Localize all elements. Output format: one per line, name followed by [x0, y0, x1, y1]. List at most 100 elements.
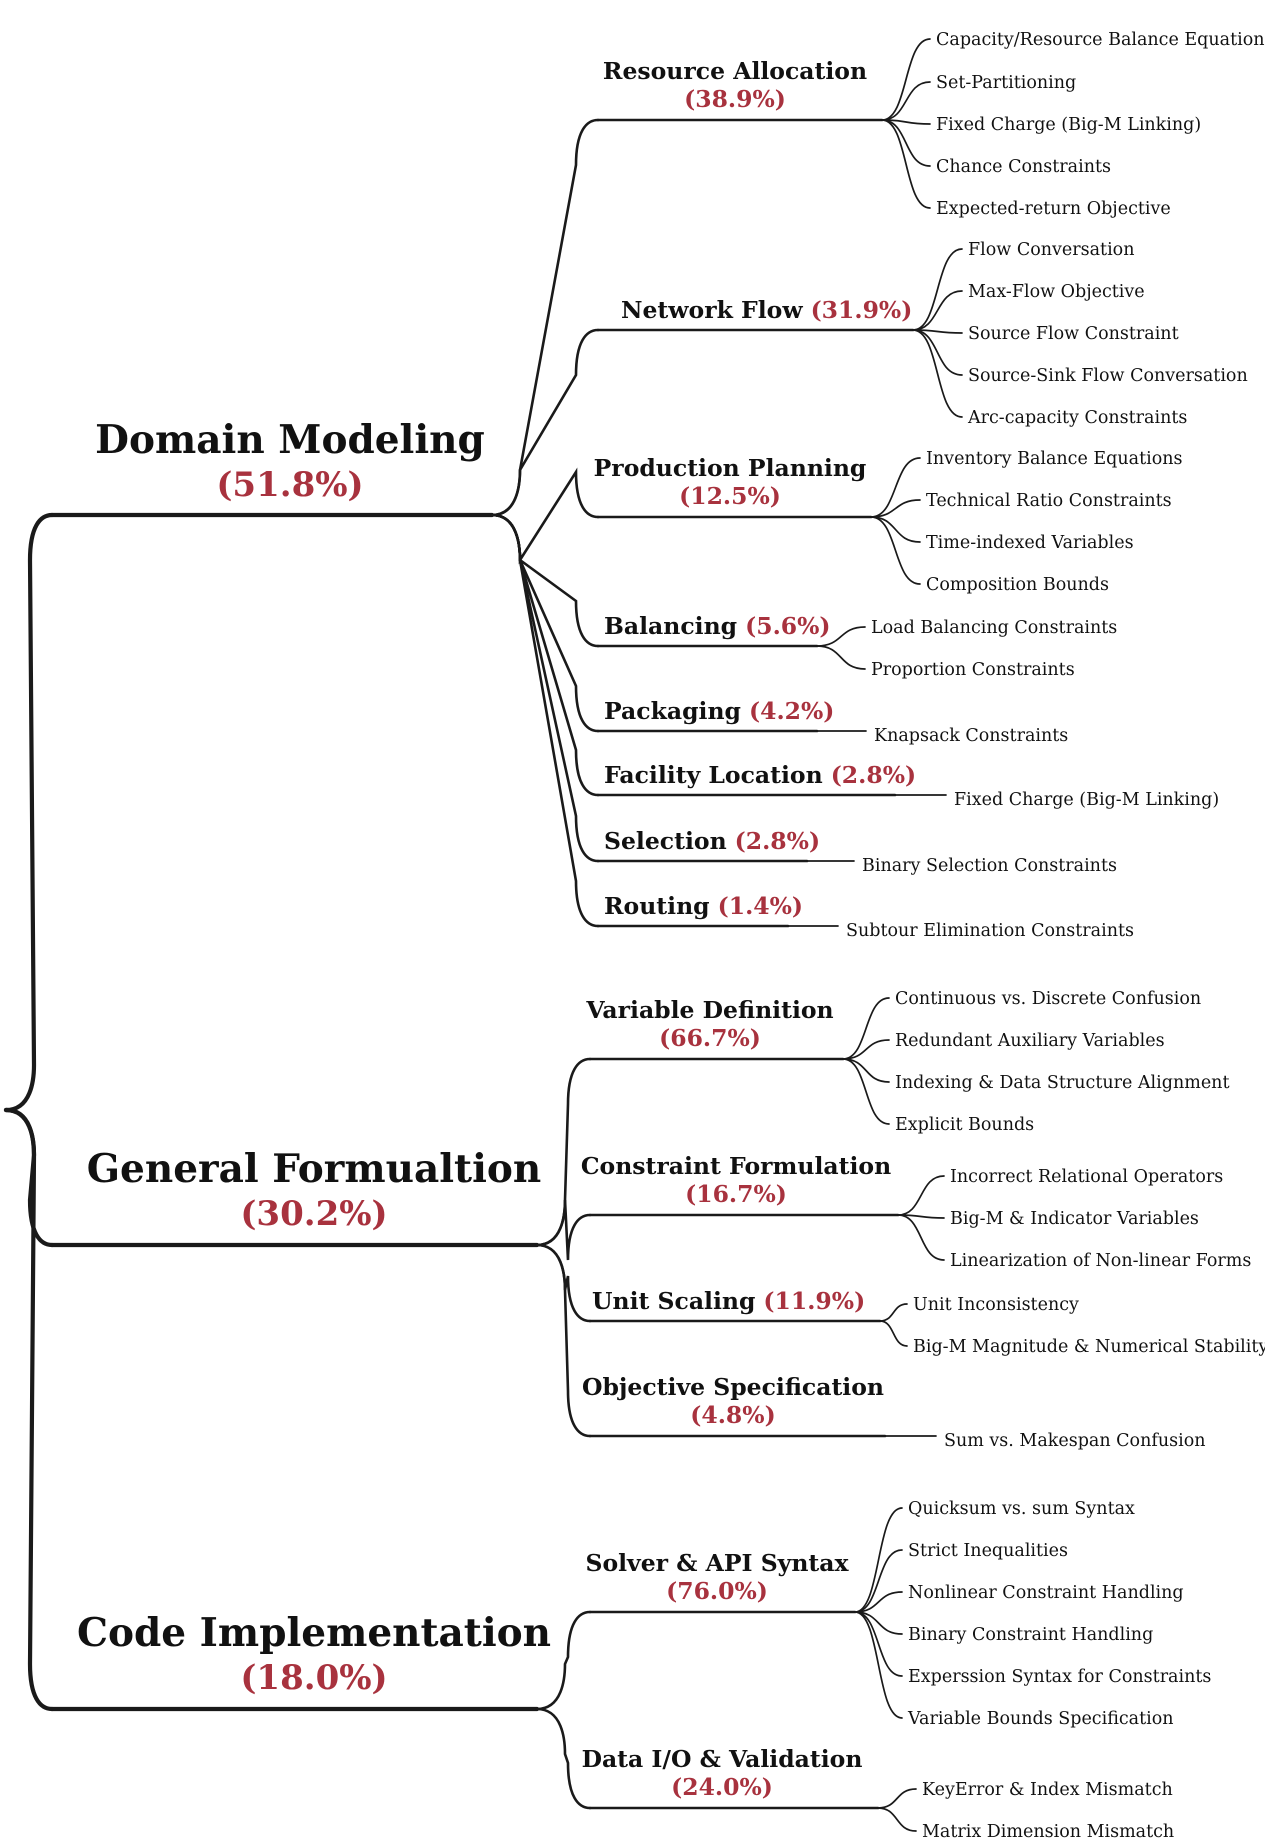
- category-name: Code Implementation: [77, 1610, 551, 1656]
- leaf-item: Set-Partitioning: [936, 73, 1076, 93]
- category-name: Domain Modeling: [95, 417, 485, 463]
- connector-lines: [3, 38, 963, 1832]
- subcategory-name: Solver & API Syntax: [585, 1549, 849, 1577]
- leaf-connector: [842, 1039, 890, 1060]
- subcategory-name: Unit Scaling(11.9%): [592, 1287, 865, 1315]
- leaf-connector: [842, 997, 890, 1060]
- subcategory-node: Unit Scaling(11.9%): [592, 1287, 865, 1315]
- subcategory-connector: [490, 513, 600, 797]
- leaf-connector: [816, 645, 866, 670]
- leaf-item: Technical Ratio Constraints: [926, 491, 1172, 511]
- leaf-connector: [870, 516, 921, 543]
- subcategory-percent: (16.7%): [685, 1180, 787, 1208]
- subcategory-name: Balancing(5.6%): [604, 612, 831, 640]
- leaf-connector: [877, 1788, 917, 1809]
- leaf-connector: [854, 1507, 903, 1613]
- leaf-connector: [854, 1549, 903, 1613]
- leaf-connector: [912, 290, 963, 331]
- subcategory-name: Resource Allocation: [603, 57, 867, 85]
- leaf-connector: [912, 329, 963, 376]
- subcategory-percent: (1.4%): [718, 892, 803, 920]
- leaf-connector: [854, 1591, 903, 1613]
- leaf-connector: [881, 119, 931, 167]
- subcategory-name: Variable Definition: [585, 996, 833, 1024]
- leaf-item: Knapsack Constraints: [874, 726, 1068, 746]
- subcategory-node: Solver & API Syntax(76.0%): [585, 1549, 849, 1605]
- leaf-connector: [897, 1175, 945, 1216]
- subcategory-connector: [535, 1610, 592, 1711]
- subcategory-percent: (66.7%): [659, 1024, 761, 1052]
- leaf-item: Incorrect Relational Operators: [950, 1167, 1223, 1187]
- leaf-item: Explicit Bounds: [895, 1115, 1034, 1135]
- subcategory-percent: (38.9%): [684, 85, 786, 113]
- subcategory-node: Facility Location (2.8%): [604, 761, 916, 789]
- subcategory-percent: (4.2%): [749, 697, 834, 725]
- subcategory-name: Packaging (4.2%): [604, 697, 834, 725]
- leaf-item: KeyError & Index Mismatch: [922, 1780, 1173, 1800]
- leaf-item: Big-M Magnitude & Numerical Stability: [913, 1337, 1265, 1357]
- leaf-item: Chance Constraints: [936, 157, 1111, 177]
- subcategory-node: Balancing(5.6%): [604, 612, 831, 640]
- leaf-item: Source Flow Constraint: [968, 324, 1179, 344]
- subcategory-percent: (11.9%): [763, 1287, 865, 1315]
- subcategory-name: Network Flow: [621, 296, 803, 324]
- subcategory-percent: (2.8%): [735, 827, 820, 855]
- leaf-item: Inventory Balance Equations: [926, 449, 1183, 469]
- root-connector: [3, 1107, 55, 1712]
- leaf-item: Time-indexed Variables: [926, 533, 1134, 553]
- leaf-item: Composition Bounds: [926, 575, 1109, 595]
- leaf-item: Unit Inconsistency: [913, 1295, 1079, 1315]
- subcategory-name: Selection: [604, 827, 727, 855]
- category-name: General Formualtion: [87, 1146, 542, 1192]
- leaf-item: Binary Selection Constraints: [862, 856, 1117, 876]
- leaf-item: Continuous vs. Discrete Confusion: [895, 989, 1201, 1009]
- leaf-connector: [897, 1214, 945, 1261]
- leaf-connector: [877, 1807, 917, 1832]
- subcategory-node: Production Planning(12.5%): [594, 454, 867, 510]
- subcategory-connector: [490, 513, 600, 928]
- leaf-connector: [816, 626, 866, 647]
- subcategory-name: Facility Location: [604, 761, 823, 789]
- leaf-item: Load Balancing Constraints: [871, 618, 1117, 638]
- subcategory-node: Routing (1.4%): [604, 892, 803, 920]
- leaf-item: Flow Conversation: [968, 240, 1134, 260]
- subcategory-connector: [490, 513, 600, 863]
- subcategory-name: Objective Specification: [582, 1373, 884, 1401]
- leaf-item: Expected-return Objective: [936, 199, 1171, 219]
- leaf-connector: [870, 457, 921, 518]
- subcategory-connector: [535, 1707, 592, 1810]
- leaf-connector: [842, 1058, 890, 1125]
- subcategory-node: Selection (2.8%): [604, 827, 820, 855]
- subcategory-name: Routing: [604, 892, 710, 920]
- subcategory-name: Packaging: [604, 697, 741, 725]
- subcategory-name: Facility Location (2.8%): [604, 761, 916, 789]
- leaf-item: Proportion Constraints: [871, 660, 1075, 680]
- leaf-item: Big-M & Indicator Variables: [950, 1209, 1199, 1229]
- leaf-item: Subtour Elimination Constraints: [846, 921, 1134, 941]
- leaf-connector: [912, 248, 963, 331]
- category-node: Code Implementation(18.0%): [77, 1610, 551, 1698]
- leaf-item: Capacity/Resource Balance Equations: [936, 30, 1265, 50]
- subcategory-node: Objective Specification(4.8%): [582, 1373, 884, 1429]
- leaf-connector: [912, 329, 963, 418]
- subcategory-name: Network Flow(31.9%): [621, 296, 912, 324]
- subcategory-node: Resource Allocation(38.9%): [603, 57, 867, 113]
- subcategory-percent: (5.6%): [745, 612, 830, 640]
- subcategory-node: Data I/O & Validation(24.0%): [582, 1745, 863, 1801]
- leaf-item: Arc-capacity Constraints: [967, 408, 1187, 428]
- leaf-connector: [879, 1303, 908, 1322]
- subcategory-name: Constraint Formulation: [581, 1152, 891, 1180]
- subcategory-percent: (12.5%): [679, 482, 781, 510]
- subcategory-node: Packaging (4.2%): [604, 697, 834, 725]
- category-node: General Formualtion(30.2%): [87, 1146, 542, 1234]
- subcategory-percent: (24.0%): [671, 1773, 773, 1801]
- leaf-item: Binary Constraint Handling: [908, 1625, 1153, 1645]
- root-connector: [3, 512, 55, 1113]
- subcategory-percent: (4.8%): [690, 1401, 775, 1429]
- leaf-item: Fixed Charge (Big-M Linking): [936, 115, 1201, 135]
- subcategory-node: Constraint Formulation(16.7%): [581, 1152, 891, 1208]
- leaf-connector: [881, 119, 931, 209]
- leaf-item: Strict Inequalities: [908, 1541, 1068, 1561]
- subcategory-percent: (2.8%): [831, 761, 916, 789]
- subcategory-connector: [490, 513, 600, 648]
